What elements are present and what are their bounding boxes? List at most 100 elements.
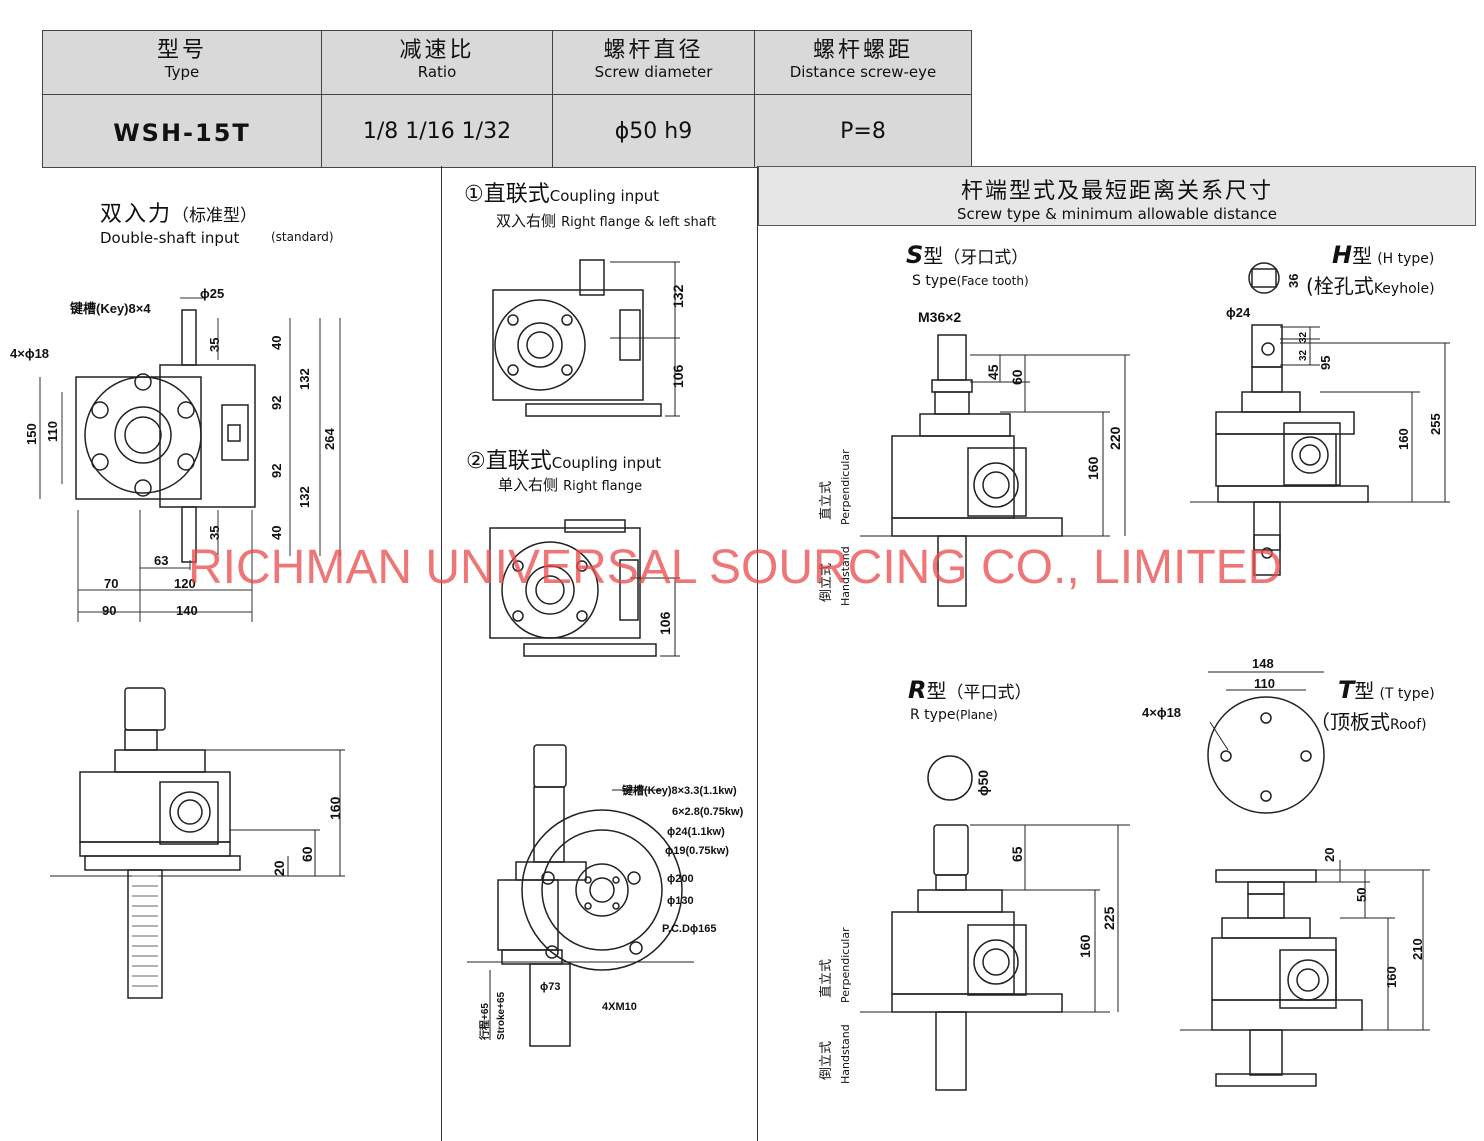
r-type-dim-225: 225 xyxy=(1101,906,1117,930)
dim-120: 120 xyxy=(174,576,196,591)
bottom-shaft xyxy=(181,506,197,563)
table-row-divider xyxy=(43,94,971,95)
motor-dim-phi19: ϕ19(0.75kw) xyxy=(665,845,729,857)
t-type-dim-50: 50 xyxy=(1354,888,1369,902)
motor-pcd: P.C.Dϕ165 xyxy=(662,923,717,935)
coupling1-title: ①直联式Coupling input xyxy=(464,176,659,208)
r-type-letter: R xyxy=(908,676,927,704)
r-type-cn-paren: （平口式） xyxy=(946,683,1032,703)
motor-dim-phi200: ϕ200 xyxy=(667,873,694,885)
r-type-subtitle: R type(Plane) xyxy=(910,704,998,723)
motor-dim-phi130: ϕ130 xyxy=(667,895,694,907)
double-shaft-title-paren: （标准型） xyxy=(172,206,258,226)
motor-key-label: 键槽(Key)8×3.3(1.1kw) xyxy=(621,783,737,797)
ratio-header-en: Ratio xyxy=(417,63,457,81)
coupling1-num: ① xyxy=(464,182,484,207)
side-dim-160: 160 xyxy=(327,796,343,820)
r-perp-cn: 直立式 xyxy=(819,958,834,998)
double-shaft-title-cn: 双入力 xyxy=(100,202,173,227)
double-shaft-side-view: 160 60 20 xyxy=(50,687,345,999)
s-perp-en: Perpendicular xyxy=(839,449,852,525)
s-perp-cn: 直立式 xyxy=(819,480,834,520)
t-type-cn-paren: （顶板式 xyxy=(1310,710,1390,734)
coupling1-dim-132: 132 xyxy=(670,284,686,308)
s-type-dim-60: 60 xyxy=(1009,369,1025,385)
t-type-cn: 型 xyxy=(1354,679,1375,703)
r-type-handstand-label: 倒立式 Handstand xyxy=(815,1018,852,1098)
panel-divider-right xyxy=(757,166,758,1141)
h-type-dim-32a: 32 xyxy=(1298,331,1309,343)
screw-diameter-value: ϕ50 h9 xyxy=(614,119,693,144)
side-cover xyxy=(221,404,249,461)
ratio-value: 1/8 1/16 1/32 xyxy=(362,119,512,144)
pitch-header-cn: 螺杆螺距 xyxy=(812,38,913,63)
dim-132-top: 132 xyxy=(297,368,312,390)
motor-key-075: 6×2.8(0.75kw) xyxy=(672,806,744,818)
motor-mount-drawing: 键槽(Key)8×3.3(1.1kw) 6×2.8(0.75kw) ϕ24(1.… xyxy=(467,744,744,1047)
s-type-dim-160: 160 xyxy=(1085,456,1101,480)
window xyxy=(227,424,241,442)
dim-110: 110 xyxy=(45,421,60,442)
key-label: 键槽(Key)8×4 xyxy=(69,301,151,316)
s-type-perpendicular-label: 直立式 Perpendicular xyxy=(815,440,852,530)
dim-phi25: ϕ25 xyxy=(200,286,224,301)
coupling2-drawing: 106 xyxy=(489,519,680,657)
side-dim-60: 60 xyxy=(299,846,315,862)
coupling2-sub-en: Right flange xyxy=(563,479,643,494)
h-type-dim-160: 160 xyxy=(1396,428,1411,450)
coupling2-num: ② xyxy=(466,449,486,474)
h-type-subtitle: (栓孔式Keyhole) xyxy=(1306,270,1435,299)
r-type-dim-160: 160 xyxy=(1077,934,1093,958)
motor-stroke-cn: 行程+65 xyxy=(478,1003,491,1041)
t-type-en-sub: Roof) xyxy=(1390,717,1427,733)
type-value: WSH-15T xyxy=(113,119,251,147)
t-type-dim-148: 148 xyxy=(1252,656,1274,671)
t-type-en-paren: (T type) xyxy=(1379,686,1435,702)
t-type-dim-160: 160 xyxy=(1384,966,1399,988)
s-type-drawing: M36×2 45 60 160 220 xyxy=(860,309,1130,607)
r-hand-cn: 倒立式 xyxy=(819,1040,834,1080)
dim-92-bottom: 92 xyxy=(269,464,284,478)
side-dim-20: 20 xyxy=(271,860,287,876)
t-type-drawing: 148 110 4×ϕ18 20 50 160 210 xyxy=(1142,656,1430,1087)
double-shaft-standard: (standard) xyxy=(271,230,334,244)
housing xyxy=(159,364,256,508)
motor-stroke-en: Stroke+65 xyxy=(496,991,507,1040)
coupling1-drawing: 132 106 xyxy=(492,259,686,417)
dim-92-top: 92 xyxy=(269,396,284,410)
coupling1-sub-en: Right flange & left shaft xyxy=(561,215,717,230)
r-type-drawing: ϕ50 65 160 225 xyxy=(860,755,1130,1091)
s-type-title: S型（牙口式） xyxy=(906,240,1028,269)
r-perp-en: Perpendicular xyxy=(839,927,852,1003)
t-type-dim-110: 110 xyxy=(1254,676,1275,691)
bore-outer xyxy=(114,406,172,464)
coupling2-subtitle: 单入右侧 Right flange xyxy=(498,474,642,495)
s-type-cn: 型 xyxy=(923,244,944,268)
r-type-en: R type xyxy=(910,707,956,723)
section-title-en: Screw type & minimum allowable distance xyxy=(957,205,1277,223)
r-type-perpendicular-label: 直立式 Perpendicular xyxy=(815,918,852,1008)
r-type-en-sub: (Plane) xyxy=(955,708,998,722)
motor-dim-phi24: ϕ24(1.1kw) xyxy=(667,826,725,838)
t-type-letter: T xyxy=(1338,676,1355,704)
spec-table: 型号 Type WSH-15T 减速比 Ratio 1/8 1/16 1/32 … xyxy=(42,30,972,168)
h-type-en-sub: Keyhole) xyxy=(1373,281,1435,297)
s-type-subtitle: S type(Face tooth) xyxy=(912,270,1029,289)
type-column: 型号 Type WSH-15T xyxy=(43,31,322,167)
t-type-subtitle: （顶板式Roof) xyxy=(1310,706,1427,735)
screw-diameter-header-en: Screw diameter xyxy=(594,63,713,81)
pitch-column: 螺杆螺距 Distance screw-eye P=8 xyxy=(755,31,972,167)
h-type-letter: H xyxy=(1332,241,1353,269)
s-type-en: S type xyxy=(912,273,957,289)
s-type-en-sub: (Face tooth) xyxy=(956,274,1029,288)
screw-diameter-column: 螺杆直径 Screw diameter ϕ50 h9 xyxy=(553,31,755,167)
r-type-dim-65: 65 xyxy=(1009,846,1025,862)
dim-35-bottom: 35 xyxy=(207,526,222,540)
h-type-dim-95: 95 xyxy=(1318,356,1333,370)
pitch-value: P=8 xyxy=(840,119,886,144)
bolt-hole xyxy=(177,453,195,471)
bolt-hole xyxy=(134,373,152,391)
screw-diameter-header-cn: 螺杆直径 xyxy=(603,38,704,63)
bolt-hole xyxy=(91,401,109,419)
coupling2-title-en: Coupling input xyxy=(551,454,662,472)
